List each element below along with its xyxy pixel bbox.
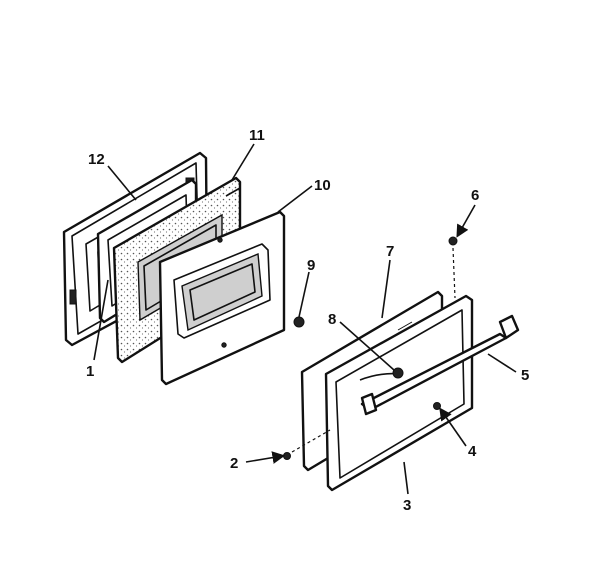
callout-1: 1	[86, 363, 94, 380]
leader-lines	[93, 143, 517, 495]
leader-2	[245, 451, 286, 464]
callout-8: 8	[328, 311, 336, 328]
callout-11: 11	[249, 127, 265, 144]
leader-1	[93, 279, 109, 361]
handle-screw-part-4	[433, 402, 441, 410]
callout-3: 3	[403, 497, 411, 514]
leader-6	[456, 204, 476, 238]
callout-4: 4	[468, 443, 477, 460]
leader-3	[403, 461, 409, 495]
callout-5: 5	[521, 367, 529, 384]
callout-7: 7	[386, 243, 394, 260]
leader-8	[339, 321, 395, 371]
leader-5	[487, 353, 517, 373]
callout-9: 9	[307, 257, 315, 274]
leader-4	[439, 407, 467, 447]
callout-6: 6	[471, 187, 479, 204]
screw-part-9	[293, 271, 310, 328]
clip-part-8	[392, 367, 404, 379]
callout-2: 2	[230, 455, 238, 472]
door-handle-part-5	[360, 314, 520, 416]
leader-7	[381, 259, 391, 319]
callout-12: 12	[88, 151, 105, 168]
leader-10	[277, 185, 313, 213]
top-screw-part-6	[448, 236, 458, 299]
callout-10: 10	[314, 177, 331, 194]
leader-12	[107, 165, 137, 201]
inner-window-panel-part-10	[158, 210, 286, 386]
leader-11	[231, 143, 255, 181]
callout-labels: 1 2 3 4 5 6 7 8 9 10 11 12	[86, 127, 529, 514]
